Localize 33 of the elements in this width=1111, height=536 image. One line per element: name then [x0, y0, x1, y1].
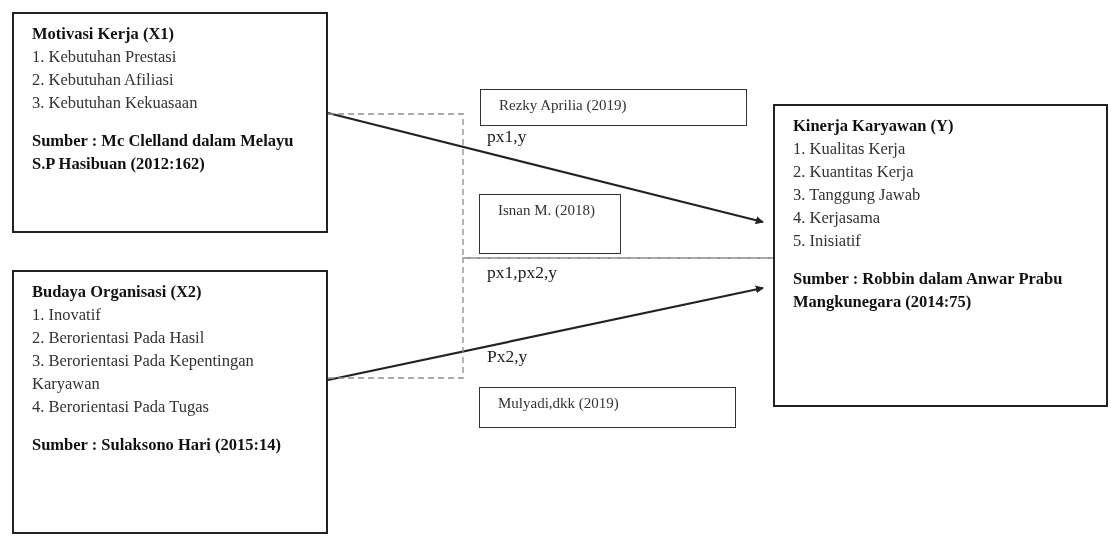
source-text: Sumber : Sulaksono Hari (2015:14) [32, 434, 283, 456]
variable-box [12, 12, 328, 233]
indicator-text: 2. Kuantitas Kerja [793, 161, 915, 183]
indicator-text: 1. Kebutuhan Prestasi [32, 46, 178, 68]
path-label: px1,y [487, 126, 527, 147]
variable-heading: Budaya Organisasi (X2) [32, 281, 203, 303]
indicator-text: 4. Berorientasi Pada Tugas [32, 396, 210, 418]
indicator-text: 2. Kebutuhan Afiliasi [32, 69, 175, 91]
indicator-text: 1. Inovatif [32, 304, 102, 326]
indicator-text: 3. Berorientasi Pada Kepentingan Karyawan [32, 350, 255, 395]
reference-text: Mulyadi,dkk (2019) [498, 394, 620, 413]
path-label: px1,px2,y [487, 262, 557, 283]
indicator-text: 3. Tanggung Jawab [793, 184, 922, 206]
indicator-text: 4. Kerjasama [793, 207, 882, 229]
variable-heading: Kinerja Karyawan (Y) [793, 115, 955, 137]
variable-box [773, 104, 1108, 407]
reference-text: Isnan M. (2018) [498, 201, 597, 220]
indicator-text: 2. Berorientasi Pada Hasil [32, 327, 206, 349]
reference-box [480, 89, 747, 126]
reference-box [479, 387, 736, 428]
reference-text: Rezky Aprilia (2019) [499, 96, 628, 115]
variable-box [12, 270, 328, 534]
indicator-text: 3. Kebutuhan Kekuasaan [32, 92, 199, 114]
indicator-text: 1. Kualitas Kerja [793, 138, 907, 160]
reference-box [479, 194, 621, 254]
dashed-connector [327, 257, 774, 379]
source-text: Sumber : Robbin dalam Anwar Prabu Mangkunegara (2014:75) [793, 268, 1064, 313]
path-label: Px2,y [487, 346, 528, 367]
variable-heading: Motivasi Kerja (X1) [32, 23, 176, 45]
source-text: Sumber : Mc Clelland dalam Melayu S.P Hasibuan (2012:162) [32, 130, 295, 175]
indicator-text: 5. Inisiatif [793, 230, 862, 252]
arrow [327, 111, 764, 225]
arrow [327, 285, 764, 382]
